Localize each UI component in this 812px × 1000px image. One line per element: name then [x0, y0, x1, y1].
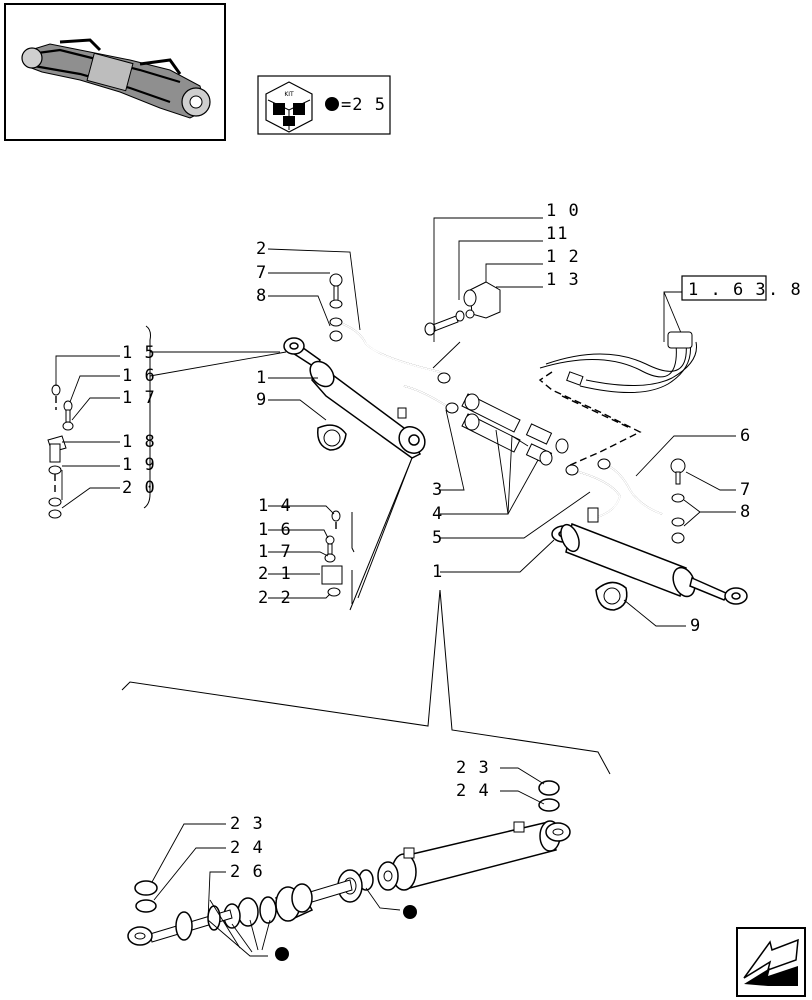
callout-21: 2 1 — [258, 564, 292, 584]
callout-16-center: 1 6 — [258, 520, 292, 540]
kit-legend-text: =2 5 — [341, 95, 386, 115]
banjo-bolt-set — [424, 281, 501, 336]
callout-12: 1 2 — [546, 247, 580, 267]
callout-7-right: 7 — [740, 480, 751, 500]
callout-23-right: 2 3 — [456, 758, 490, 778]
callout-7-left: 7 — [256, 263, 267, 283]
callout-17-left: 1 7 — [122, 388, 156, 408]
callout-labels-upper: 1 0 11 1 2 1 3 2 7 8 1 9 1 5 1 6 1 7 1 8… — [122, 201, 751, 636]
callout-24-left: 2 4 — [230, 838, 264, 858]
kit-dot-icon — [325, 97, 339, 111]
cross-reference-number: 1 . 6 3 — [688, 280, 767, 300]
callout-13: 1 3 — [546, 270, 580, 290]
right-steering-cylinder — [551, 458, 748, 611]
callout-26: 2 6 — [230, 862, 264, 882]
callout-24-right: 2 4 — [456, 781, 490, 801]
callout-8-right: 8 — [740, 502, 751, 522]
callout-4: 4 — [432, 504, 443, 524]
callout-16-left: 1 6 — [122, 366, 156, 386]
callout-9-right: 9 — [690, 616, 701, 636]
front-axle-assembly-thumbnail[interactable] — [4, 3, 226, 141]
callout-19: 1 9 — [122, 455, 156, 475]
cross-reference[interactable]: 1 . 6 3 . 8 / — [663, 275, 812, 342]
callout-9-left: 9 — [256, 390, 267, 410]
callout-1-left: 1 — [256, 368, 267, 388]
callout-2: 2 — [256, 239, 267, 259]
callout-3: 3 — [432, 480, 443, 500]
callout-14: 1 4 — [258, 496, 292, 516]
next-page-arrow-icon[interactable] — [736, 927, 806, 997]
callout-17-center: 1 7 — [258, 542, 292, 562]
callout-1-right: 1 — [432, 562, 443, 582]
kit-icon-label: KIT — [284, 91, 294, 98]
leader-lines-lower — [151, 767, 545, 957]
cross-reference-suffix: . 8 / — [768, 280, 812, 300]
kit-legend-badge: KIT =2 5 — [257, 75, 391, 135]
leader-lines-upper — [55, 217, 736, 627]
kit-icon: KIT — [265, 81, 313, 133]
callout-6: 6 — [740, 426, 751, 446]
left-fastener-stack — [47, 325, 151, 519]
hose-assembly — [337, 321, 697, 519]
callout-5: 5 — [432, 528, 443, 548]
kit-dot-icon — [275, 947, 289, 961]
callout-23-left: 2 3 — [230, 814, 264, 834]
callout-labels-lower: 2 3 2 4 2 3 2 4 2 6 — [230, 758, 490, 882]
center-fastener-stack — [321, 457, 413, 611]
callout-20: 2 0 — [122, 478, 156, 498]
callout-15: 1 5 — [122, 343, 156, 363]
cylinder-exploded-view — [127, 780, 571, 961]
detail-expansion-lines — [121, 589, 611, 775]
left-steering-cylinder — [283, 273, 426, 459]
callout-22: 2 2 — [258, 588, 292, 608]
callout-8-left: 8 — [256, 286, 267, 306]
kit-dot-icon — [403, 905, 417, 919]
callout-11: 11 — [546, 224, 568, 244]
callout-18: 1 8 — [122, 432, 156, 452]
callout-10: 1 0 — [546, 201, 580, 221]
